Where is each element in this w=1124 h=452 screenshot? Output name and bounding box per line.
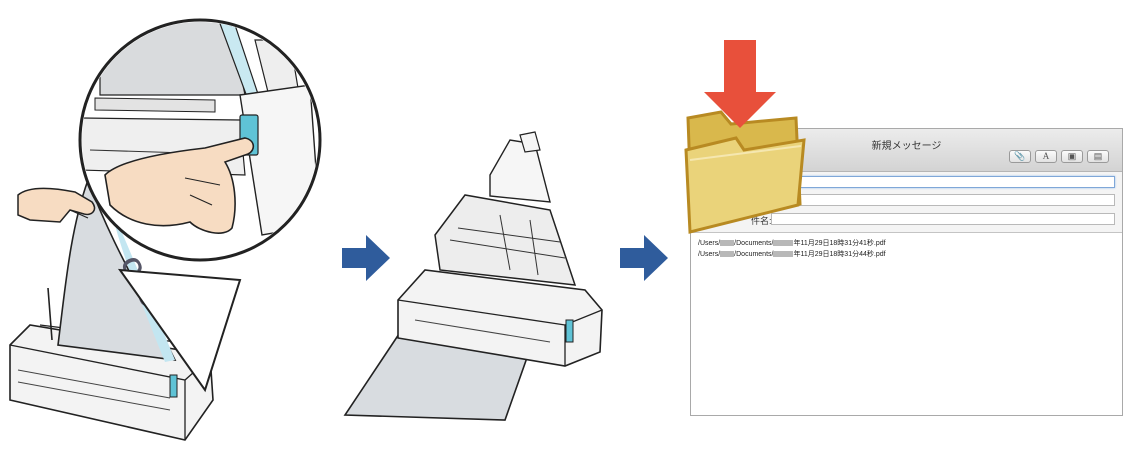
font-icon: A	[1043, 151, 1050, 161]
paperclip-icon: 📎	[1014, 151, 1025, 161]
drop-down-arrow-icon	[700, 36, 780, 132]
attach-button[interactable]: 📎	[1009, 150, 1031, 163]
photo-browser-button[interactable]: ▣	[1061, 150, 1083, 163]
font-button[interactable]: A	[1035, 150, 1057, 163]
cc-field[interactable]	[791, 194, 1115, 206]
stationery-button[interactable]: ▤	[1087, 150, 1109, 163]
photo-browser-icon: ▣	[1068, 151, 1077, 161]
message-body[interactable]	[691, 232, 1122, 415]
scanner-output-illustration	[340, 130, 610, 430]
stationery-icon: ▤	[1094, 151, 1103, 161]
step-arrow-right-icon	[618, 232, 670, 284]
to-field[interactable]	[791, 176, 1115, 188]
scanner-hand-press-illustration: C C	[0, 0, 330, 452]
subject-field[interactable]	[771, 213, 1115, 225]
